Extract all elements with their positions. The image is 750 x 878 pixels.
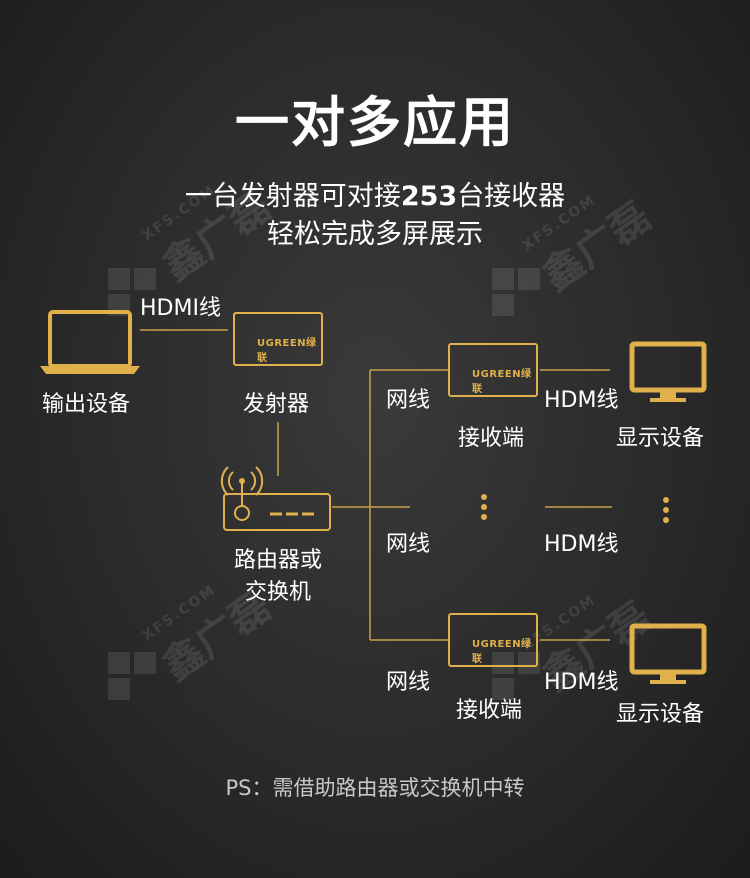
- label-hdm-top: HDM线: [544, 388, 619, 413]
- brand-logo: UGREEN绿联: [257, 338, 317, 364]
- label-transmitter: 发射器: [243, 392, 310, 417]
- label-hdm-mid: HDM线: [544, 532, 619, 557]
- label-display-bottom: 显示设备: [616, 702, 705, 727]
- footer-note: PS：需借助路由器或交换机中转: [225, 776, 525, 800]
- laptop-icon: [40, 310, 140, 374]
- label-hdmi-source: HDMI线: [140, 296, 221, 321]
- subtitle-line-2: 轻松完成多屏展示: [267, 219, 483, 250]
- subtitle-line-1: 一台发射器可对接253台接收器: [184, 181, 566, 212]
- receiver-device-bottom: UGREEN绿联: [448, 613, 538, 667]
- label-output-device: 输出设备: [42, 392, 131, 417]
- transmitter-device: UGREEN绿联: [233, 312, 323, 366]
- label-router: 路由器或 交换机: [233, 548, 322, 605]
- label-net-bottom: 网线: [386, 670, 431, 695]
- brand-logo: UGREEN绿联: [472, 369, 532, 395]
- receiver-device-top: UGREEN绿联: [448, 343, 538, 397]
- page-title: 一对多应用: [235, 91, 515, 154]
- brand-logo: UGREEN绿联: [472, 639, 532, 665]
- label-net-top: 网线: [386, 388, 431, 413]
- monitor-icon: [629, 623, 707, 684]
- label-net-mid: 网线: [386, 532, 431, 557]
- router-icon: [220, 466, 331, 531]
- label-receiver-top: 接收端: [458, 426, 525, 451]
- label-display-top: 显示设备: [616, 426, 705, 451]
- label-hdm-bottom: HDM线: [544, 670, 619, 695]
- monitor-icon: [629, 341, 707, 402]
- label-receiver-bottom: 接收端: [456, 698, 523, 723]
- ellipsis-icon: [481, 494, 669, 523]
